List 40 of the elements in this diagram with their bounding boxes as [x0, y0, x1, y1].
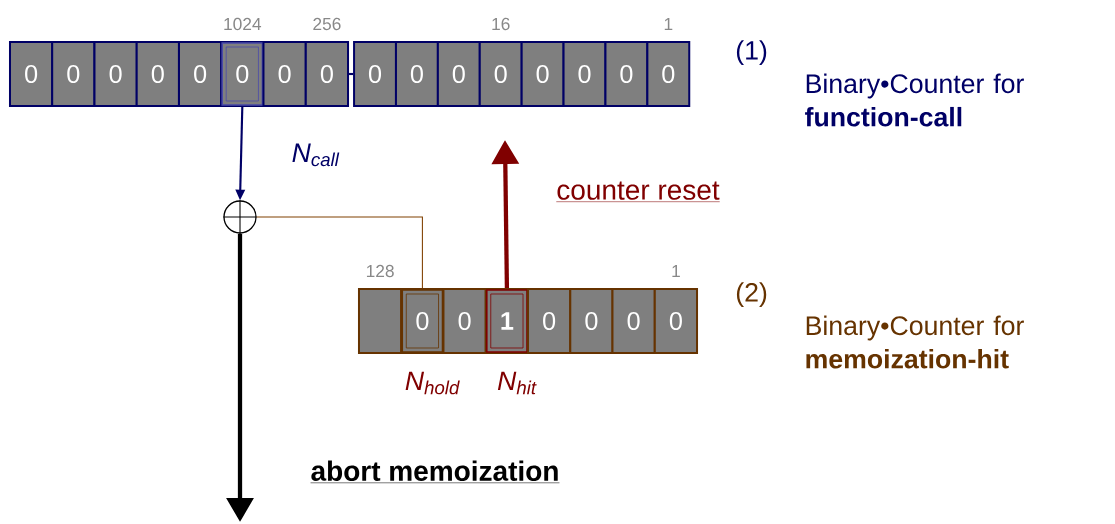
- connector-line: [349, 72, 354, 76]
- bit-weight: 16: [492, 17, 510, 31]
- bit-cell: [358, 288, 403, 354]
- bit-cell: 0: [442, 288, 487, 354]
- bit-cell: 0: [646, 41, 691, 107]
- bit-cell: 0: [653, 288, 699, 354]
- bit-cell: 0: [178, 41, 223, 107]
- bit-cell: 0: [604, 41, 649, 107]
- bit-cell: 0: [93, 41, 138, 107]
- variable-label: N$_{hold}$: [405, 371, 460, 395]
- bit-cell: 0: [400, 288, 445, 354]
- bit-cell: 0: [220, 41, 265, 107]
- counter-description: (2) Binary•Counter for memoization-hit: [736, 282, 1024, 369]
- bit-cell: 0: [478, 41, 523, 107]
- bit-weight: 1024: [224, 17, 262, 31]
- bit-cell: 0: [9, 41, 54, 107]
- bit-cell: 0: [353, 41, 397, 107]
- bit-cell: 0: [262, 41, 307, 107]
- bit-cell: 0: [520, 41, 565, 107]
- edge-label: abort memoization: [310, 460, 560, 484]
- edge-label: N$_{call}$: [292, 143, 340, 167]
- bit-cell: 0: [569, 288, 614, 354]
- bit-cell: 0: [135, 41, 180, 107]
- bit-weight: 256: [313, 17, 341, 31]
- bit-weight: 128: [366, 264, 394, 278]
- bit-cell: 0: [436, 41, 481, 107]
- bit-cell: 1: [484, 288, 530, 354]
- bit-cell: 0: [611, 288, 656, 354]
- bit-cell: 0: [527, 288, 572, 354]
- connector-line: [256, 216, 423, 289]
- xor-symbol: [222, 199, 258, 235]
- bit-weight: 1: [664, 18, 673, 30]
- edge-label: counter reset: [556, 181, 720, 202]
- bit-cell: 0: [304, 41, 350, 107]
- counter-description: (1) Binary•Counter for function-call: [736, 40, 1024, 127]
- bit-cell: 0: [562, 41, 607, 107]
- bit-weight: 1: [672, 265, 680, 277]
- bit-cell: 0: [394, 41, 439, 107]
- bit-cell: 0: [51, 41, 96, 107]
- variable-label: N$_{hit}$: [497, 371, 537, 395]
